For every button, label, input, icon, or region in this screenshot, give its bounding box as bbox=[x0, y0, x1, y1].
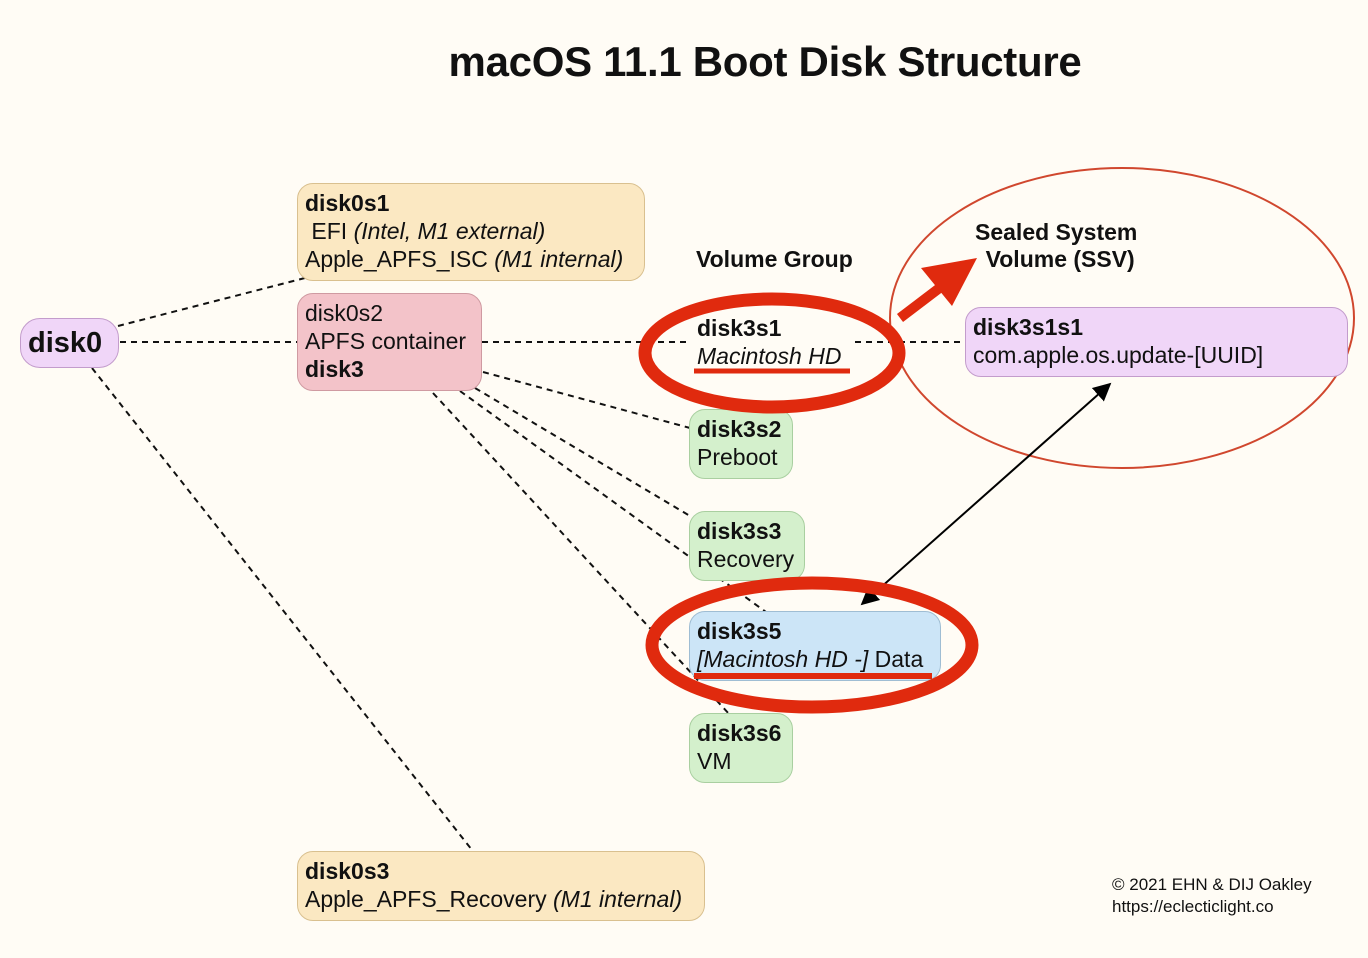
edge-disk0s2-disk3s3 bbox=[474, 387, 691, 517]
node-disk3s2: disk3s2 Preboot bbox=[689, 409, 793, 479]
node-id: disk0s1 bbox=[305, 190, 390, 216]
node-disk0: disk0 bbox=[20, 318, 119, 368]
node-disk0s1: disk0s1 EFI (Intel, M1 external) Apple_A… bbox=[297, 183, 645, 281]
node-desc-note: (Intel, M1 external) bbox=[353, 218, 546, 244]
node-disk3s6: disk3s6 VM bbox=[689, 713, 793, 783]
node-id: disk3s2 bbox=[697, 416, 782, 442]
edge-disk0s2-disk3s2 bbox=[482, 371, 691, 429]
node-id: disk3s3 bbox=[697, 518, 782, 544]
node-desc: APFS container bbox=[305, 328, 467, 354]
node-desc: Apple_APFS_Recovery bbox=[305, 886, 554, 912]
edge-disk0-disk0s3 bbox=[91, 367, 473, 851]
node-disk3s1: disk3s1 Macintosh HD bbox=[697, 314, 846, 370]
node-disk3s1s1: disk3s1s1 com.apple.os.update-[UUID] bbox=[965, 307, 1348, 377]
ssv-label-line1: Sealed System bbox=[975, 219, 1138, 245]
node-name-plain: Data bbox=[868, 646, 924, 672]
node-id: disk0s3 bbox=[305, 858, 390, 884]
copyright-text: © 2021 EHN & DIJ Oakley bbox=[1112, 875, 1312, 894]
node-name: Macintosh HD bbox=[697, 343, 842, 369]
ssv-label-line2: Volume (SSV) bbox=[985, 246, 1135, 272]
url-text: https://eclecticlight.co bbox=[1112, 897, 1274, 916]
node-id: disk0s2 bbox=[305, 300, 383, 326]
credit: © 2021 EHN & DIJ Oakley https://eclectic… bbox=[1112, 874, 1312, 918]
node-name: Recovery bbox=[697, 546, 795, 572]
node-id: disk3s6 bbox=[697, 720, 782, 746]
node-desc-note: (M1 internal) bbox=[553, 886, 683, 912]
ssv-label: Sealed System Volume (SSV) bbox=[975, 219, 1137, 273]
edge-disk0-disk0s1 bbox=[117, 277, 306, 327]
node-disk3s5: disk3s5 [Macintosh HD -] Data bbox=[689, 611, 941, 681]
node-id: disk3s1s1 bbox=[973, 314, 1083, 340]
node-id: disk3s5 bbox=[697, 618, 782, 644]
node-desc: EFI bbox=[305, 218, 354, 244]
node-disk3s3: disk3s3 Recovery bbox=[689, 511, 805, 581]
data-to-ssv-arrow bbox=[860, 382, 1112, 606]
node-id: disk3s1 bbox=[697, 315, 782, 341]
volume-group-label: Volume Group bbox=[696, 246, 853, 272]
node-disk0s2: disk0s2 APFS container disk3 bbox=[297, 293, 482, 391]
page-title: macOS 11.1 Boot Disk Structure bbox=[448, 38, 1082, 85]
node-desc: Apple_APFS_ISC bbox=[305, 246, 495, 272]
node-container: disk3 bbox=[305, 356, 364, 382]
node-name: com.apple.os.update-[UUID] bbox=[973, 342, 1264, 368]
node-disk0s3: disk0s3 Apple_APFS_Recovery (M1 internal… bbox=[297, 851, 705, 921]
node-name-italic: [Macintosh HD -] bbox=[697, 646, 869, 672]
node-id: disk0 bbox=[28, 327, 103, 359]
node-name: Preboot bbox=[697, 444, 778, 470]
node-name: VM bbox=[697, 748, 732, 774]
edge-disk0s2-disk3s5 bbox=[459, 390, 767, 613]
node-desc-note: (M1 internal) bbox=[494, 246, 624, 272]
